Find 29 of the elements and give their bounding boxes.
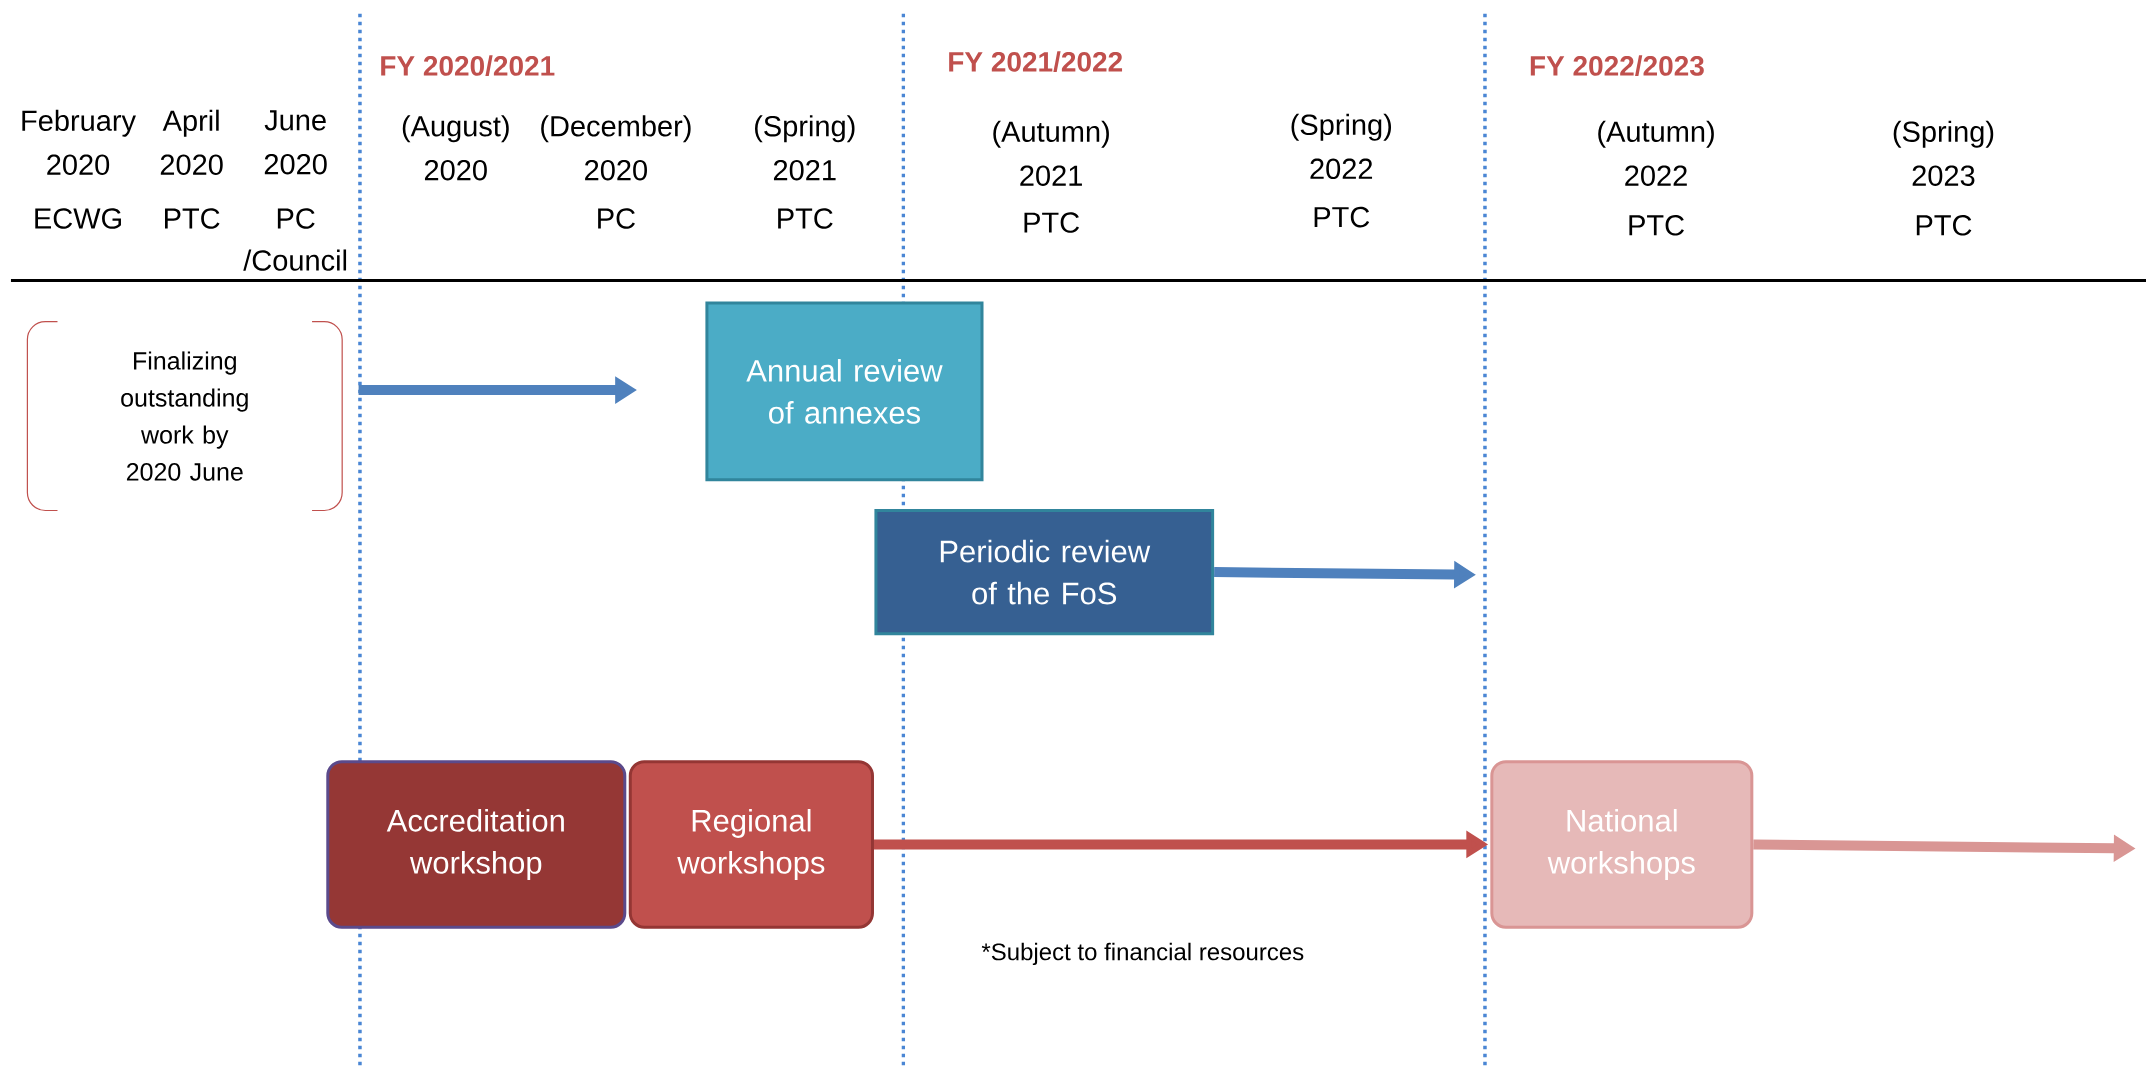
meeting-label: PTC [1314,206,1370,228]
date-label: (Spring) 2023 [1893,120,1994,186]
fiscal-year-heading: FY 2020/2021 [381,55,555,77]
date-label: (December) 2020 [541,115,691,181]
meeting-label: PC /Council [243,208,347,271]
meeting-label: PTC [165,208,220,229]
meeting-label: PTC [778,208,833,229]
meeting-label: PC [598,208,635,229]
meeting-label: ECWG [35,208,121,229]
date-label: (August) 2020 [402,115,509,181]
date-label: (Autumn) 2022 [1598,120,1714,186]
meeting-label: PTC [1916,215,1972,236]
process-box: Annual review of annexes [705,301,984,482]
workshop-box: Regional workshops [628,760,874,929]
date-label: April 2020 [160,109,223,175]
date-label: (Spring) 2021 [755,115,855,181]
date-label: (Autumn) 2021 [993,120,1109,186]
workshop-box: Accreditation workshop [326,760,627,929]
fiscal-year-heading: FY 2022/2023 [1530,55,1704,77]
footnote: *Subject to financial resources [981,942,1304,966]
meeting-label: PTC [1629,215,1684,236]
date-label: (Spring) 2022 [1291,113,1391,180]
date-label: June 2020 [264,110,327,175]
date-label: February 2020 [22,109,136,175]
workshop-box: National workshops [1490,760,1754,929]
bracketed-note: Finalizing outstanding work by 2020 June [26,320,343,512]
fiscal-year-heading: FY 2021/2022 [949,51,1123,72]
meeting-label: PTC [1024,212,1079,233]
process-box: Periodic review of the FoS [874,508,1215,636]
